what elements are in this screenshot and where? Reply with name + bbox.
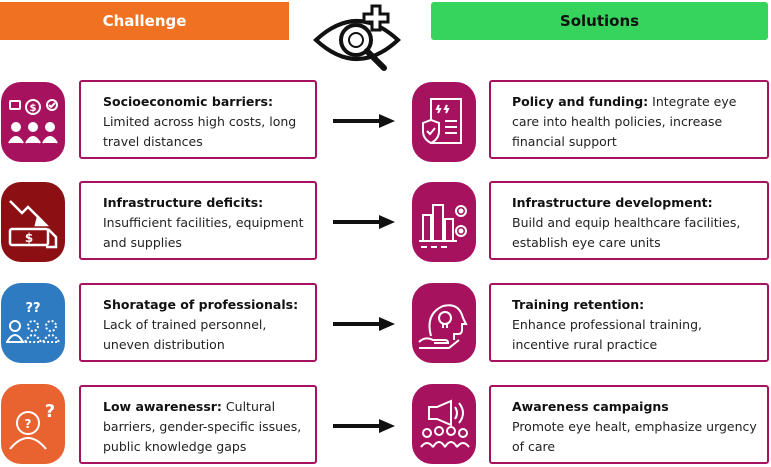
svg-text:?: ?: [45, 401, 55, 422]
solution-title: Training retention:: [512, 297, 645, 312]
arrow-right-icon: [333, 114, 395, 128]
challenge-box-professionals: Shoratage of professionals: Lack of trai…: [79, 283, 317, 362]
challenge-box-infrastructure: Infrastructure deficits: Insufficient fa…: [79, 181, 317, 260]
buildings-gears-icon: [419, 204, 467, 248]
solution-box-training: Training retention: Enhance professional…: [489, 283, 769, 362]
solution-tile-policy: [412, 82, 476, 162]
challenge-text: Cultural barriers, gender-specific issue…: [103, 399, 302, 454]
challenge-title: Shoratage of professionals:: [103, 297, 299, 312]
solution-tile-infrastructure: [412, 182, 476, 262]
challenge-text: Lack of trained personnel, uneven distri…: [103, 317, 267, 352]
money-people-icon: $: [8, 99, 58, 144]
eye-magnifier-plus-icon: [313, 4, 401, 71]
solution-box-policy: Policy and funding: Integrate eye care i…: [489, 80, 769, 159]
solution-title: Infrastructure development:: [512, 195, 713, 210]
solution-box-awareness: Awareness campaigns Promote eye healt, e…: [489, 385, 769, 464]
solution-title: Policy and funding:: [512, 94, 649, 109]
solution-title: Awareness campaigns: [512, 399, 669, 414]
svg-text:?: ?: [25, 417, 32, 431]
svg-text:??: ??: [25, 301, 40, 316]
challenge-text: Insufficient facilities, equipment and s…: [103, 215, 304, 250]
challenge-tile-awareness: ? ?: [1, 384, 65, 464]
challenge-box-awareness: Low awarenessr: Cultural barriers, gende…: [79, 385, 317, 464]
solution-text: Build and equip healthcare facilities, e…: [512, 215, 741, 250]
solution-text: Enhance professional training, incentive…: [512, 317, 702, 352]
falling-money-icon: $: [8, 200, 58, 249]
solution-box-infrastructure: Infrastructure development: Build and eq…: [489, 181, 769, 260]
solution-text: Promote eye healt, emphasize urgency of …: [512, 419, 757, 454]
svg-text:$: $: [25, 231, 33, 245]
challenge-tile-socioeconomic: $: [1, 82, 65, 162]
challenge-box-socioeconomic: Socioeconomic barriers: Limited across h…: [79, 80, 317, 159]
challenge-header: Challenge: [0, 2, 289, 40]
megaphone-crowd-icon: [420, 399, 470, 448]
challenge-tile-infrastructure: $: [1, 182, 65, 262]
svg-text:$: $: [30, 103, 37, 114]
challenge-title: Infrastructure deficits:: [103, 195, 264, 210]
challenge-title: Socioeconomic barriers:: [103, 94, 273, 109]
arrow-right-icon: [333, 419, 395, 433]
confused-person-icon: ? ?: [9, 401, 55, 450]
policy-document-shield-icon: [422, 98, 462, 145]
solution-text: Integrate eye care into health policies,…: [512, 94, 737, 149]
solution-tile-training: [412, 283, 476, 363]
arrow-right-icon: [333, 215, 395, 229]
arrow-right-icon: [333, 317, 395, 331]
challenge-tile-professionals: ??: [1, 283, 65, 363]
solution-tile-awareness: [412, 384, 476, 464]
challenge-text: Limited across high costs, long travel d…: [103, 114, 297, 149]
missing-people-icon: ??: [6, 301, 60, 343]
head-lightbulb-hand-icon: [418, 304, 468, 349]
solutions-header: Solutions: [431, 2, 768, 40]
challenge-title: Low awarenessr:: [103, 399, 222, 414]
